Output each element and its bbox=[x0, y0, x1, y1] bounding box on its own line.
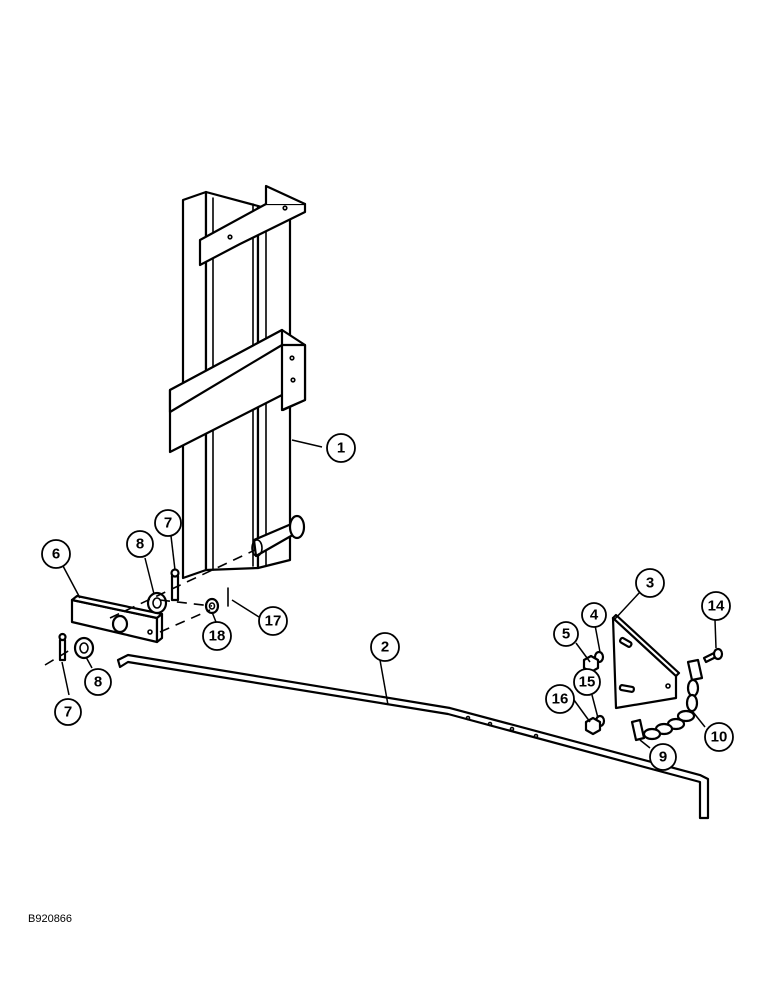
cotter-pin-upper bbox=[170, 568, 180, 602]
mounting-plate bbox=[70, 594, 164, 644]
callout-9: 9 bbox=[649, 743, 677, 771]
svg-text:5: 5 bbox=[562, 626, 570, 643]
callout-16: 16 bbox=[545, 684, 575, 714]
callout-17: 17 bbox=[258, 606, 288, 636]
svg-text:2: 2 bbox=[381, 639, 389, 656]
callout-3: 3 bbox=[635, 568, 665, 598]
svg-text:8: 8 bbox=[136, 536, 144, 553]
callout-7-upper: 7 bbox=[154, 509, 182, 537]
washer-upper bbox=[146, 591, 168, 615]
svg-text:16: 16 bbox=[552, 691, 569, 708]
svg-text:15: 15 bbox=[579, 674, 596, 691]
figure-code: B920866 bbox=[28, 913, 72, 925]
callout-6: 6 bbox=[41, 539, 71, 569]
washer-lower bbox=[73, 636, 95, 660]
svg-text:3: 3 bbox=[646, 575, 654, 592]
svg-text:8: 8 bbox=[94, 674, 102, 691]
upright-post bbox=[168, 184, 307, 580]
callout-15: 15 bbox=[573, 668, 601, 696]
lock-rod bbox=[116, 653, 710, 820]
chain bbox=[642, 658, 704, 741]
nut-upper bbox=[582, 654, 600, 674]
svg-text:14: 14 bbox=[708, 598, 725, 615]
callout-14: 14 bbox=[701, 591, 731, 621]
triangular-bracket bbox=[611, 613, 681, 710]
svg-text:18: 18 bbox=[209, 628, 226, 645]
svg-text:6: 6 bbox=[52, 546, 60, 563]
chain-clip bbox=[630, 718, 646, 742]
svg-text:9: 9 bbox=[659, 749, 667, 766]
callout-2: 2 bbox=[370, 632, 400, 662]
leader-lines bbox=[61, 439, 717, 749]
svg-text:1: 1 bbox=[337, 440, 345, 457]
callout-10: 10 bbox=[704, 722, 734, 752]
callout-8-upper: 8 bbox=[126, 530, 154, 558]
callout-7-lower: 7 bbox=[54, 698, 82, 726]
svg-text:7: 7 bbox=[64, 704, 72, 721]
callout-4: 4 bbox=[581, 602, 607, 628]
svg-text:17: 17 bbox=[265, 613, 282, 630]
callout-8-lower: 8 bbox=[84, 668, 112, 696]
svg-text:10: 10 bbox=[711, 729, 728, 746]
svg-text:7: 7 bbox=[164, 515, 172, 532]
svg-text:4: 4 bbox=[590, 607, 599, 624]
bolt bbox=[702, 647, 724, 664]
callout-1: 1 bbox=[326, 433, 356, 463]
callout-18: 18 bbox=[202, 621, 232, 651]
callout-5: 5 bbox=[553, 621, 579, 647]
